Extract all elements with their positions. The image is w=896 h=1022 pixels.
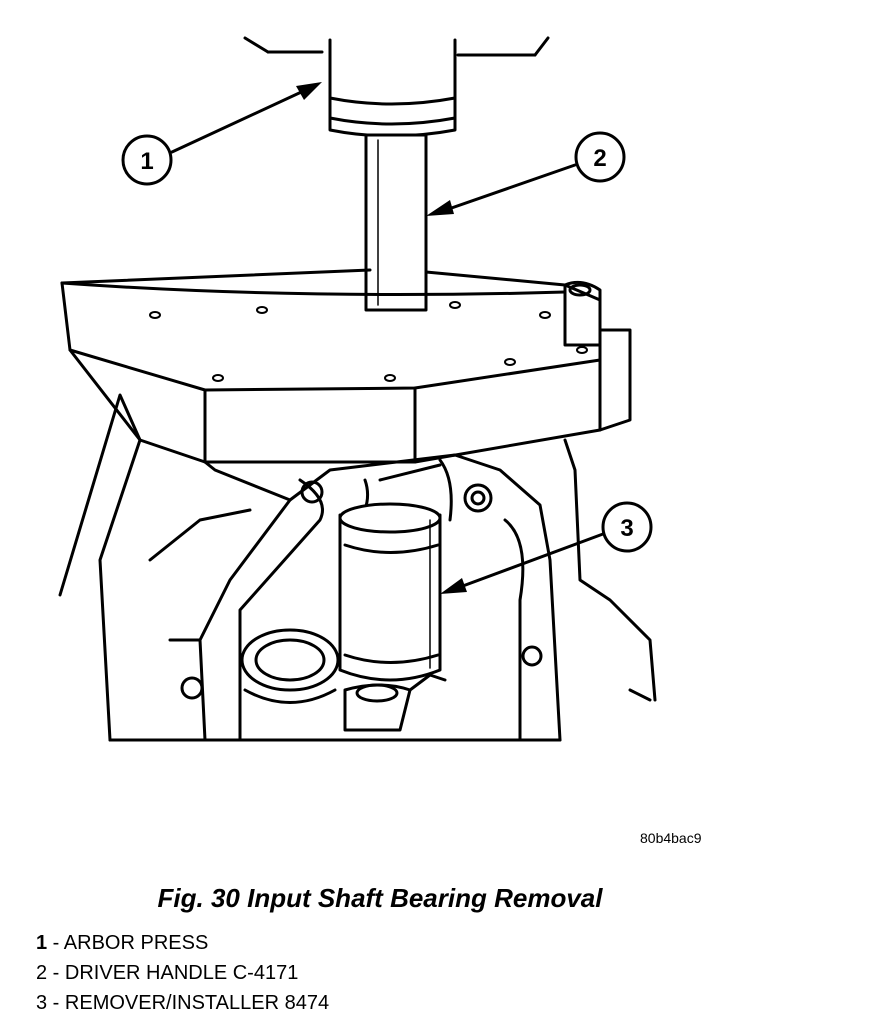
leader-arrow-2 xyxy=(438,163,577,214)
legend-item-3: 3 - REMOVER/INSTALLER 8474 xyxy=(36,988,329,1018)
callout-number-2: 2 xyxy=(593,145,606,172)
driver-handle xyxy=(364,133,428,312)
leader-arrow-1 xyxy=(170,86,312,154)
callout-number-1: 1 xyxy=(140,148,153,175)
callout-legend: 1 - ARBOR PRESS 2 - DRIVER HANDLE C-4171… xyxy=(36,928,329,1018)
legend-separator: - xyxy=(47,932,64,954)
remover-installer xyxy=(338,502,442,682)
callout-bubble-3: 3 xyxy=(601,501,653,553)
legend-item-1: 1 - ARBOR PRESS xyxy=(36,928,329,958)
callout-bubble-1: 1 xyxy=(121,134,173,186)
leader-lines xyxy=(170,86,605,592)
legend-item-2: 2 - DRIVER HANDLE C-4171 xyxy=(36,958,329,988)
arbor-press xyxy=(243,36,550,138)
legend-label-3: REMOVER/INSTALLER 8474 xyxy=(64,992,330,1014)
callout-bubble-2: 2 xyxy=(574,131,626,183)
legend-separator: - xyxy=(47,992,65,1014)
arrowheads xyxy=(296,82,467,594)
legend-label-1: ARBOR PRESS xyxy=(63,932,209,954)
drawing-code: 80b4bac9 xyxy=(640,830,702,846)
leader-arrow-3 xyxy=(450,532,605,592)
legend-label-2: DRIVER HANDLE C-4171 xyxy=(64,962,299,984)
legend-number-1: 1 xyxy=(36,932,48,954)
legend-separator: - xyxy=(47,962,65,984)
figure-title: Fig. 30 Input Shaft Bearing Removal xyxy=(157,883,603,913)
legend-number-2: 2 xyxy=(36,962,48,984)
callout-number-3: 3 xyxy=(620,515,633,542)
transmission-case xyxy=(58,268,657,742)
technical-illustration: 1 2 3 xyxy=(58,36,657,742)
legend-number-3: 3 xyxy=(36,992,48,1014)
